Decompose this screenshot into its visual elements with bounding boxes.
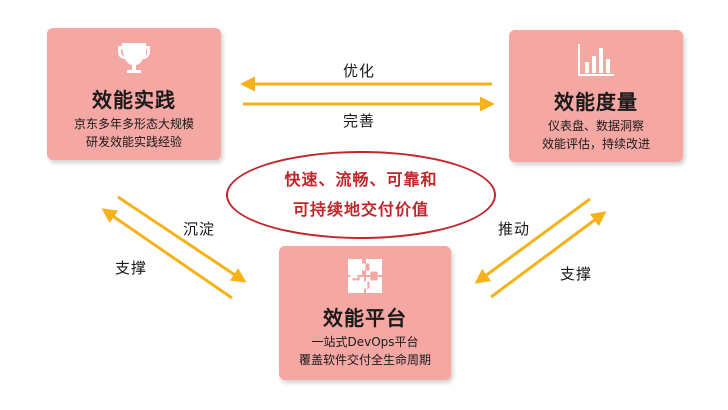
arrow-support-left	[101, 208, 233, 300]
platform-box: 效能平台 一站式DevOps平台 覆盖软件交付全生命周期	[279, 246, 451, 380]
measure-box: 效能度量 仪表盘、数据洞察 效能评估，持续改进	[509, 30, 683, 162]
measure-desc: 仪表盘、数据洞察 效能评估，持续改进	[541, 119, 650, 151]
trophy-icon	[117, 38, 151, 78]
platform-title: 效能平台	[323, 306, 407, 330]
bar-chart-icon	[576, 40, 616, 80]
practice-desc: 京东多年多形态大规模 研发效能实践经验	[73, 117, 194, 149]
label-drive: 推动	[498, 220, 531, 238]
arrow-settle	[117, 195, 247, 283]
label-support-right: 支撑	[560, 265, 593, 283]
measure-title: 效能度量	[554, 90, 638, 114]
arrow-support-right	[490, 211, 607, 299]
label-support-left: 支撑	[115, 259, 148, 277]
practice-box: 效能实践 京东多年多形态大规模 研发效能实践经验	[47, 28, 221, 160]
label-optimize: 优化	[343, 62, 376, 80]
puzzle-icon	[345, 256, 385, 296]
label-settle: 沉淀	[183, 220, 216, 238]
platform-desc: 一站式DevOps平台 覆盖软件交付全生命周期	[298, 335, 431, 367]
label-improve: 完善	[343, 112, 376, 130]
center-line-1: 快速、流畅、可靠和	[284, 170, 438, 189]
arrow-drive	[474, 197, 591, 284]
center-ellipse: 快速、流畅、可靠和 可持续地交付价值	[226, 151, 496, 239]
practice-title: 效能实践	[92, 88, 176, 112]
center-line-2: 可持续地交付价值	[292, 200, 429, 219]
